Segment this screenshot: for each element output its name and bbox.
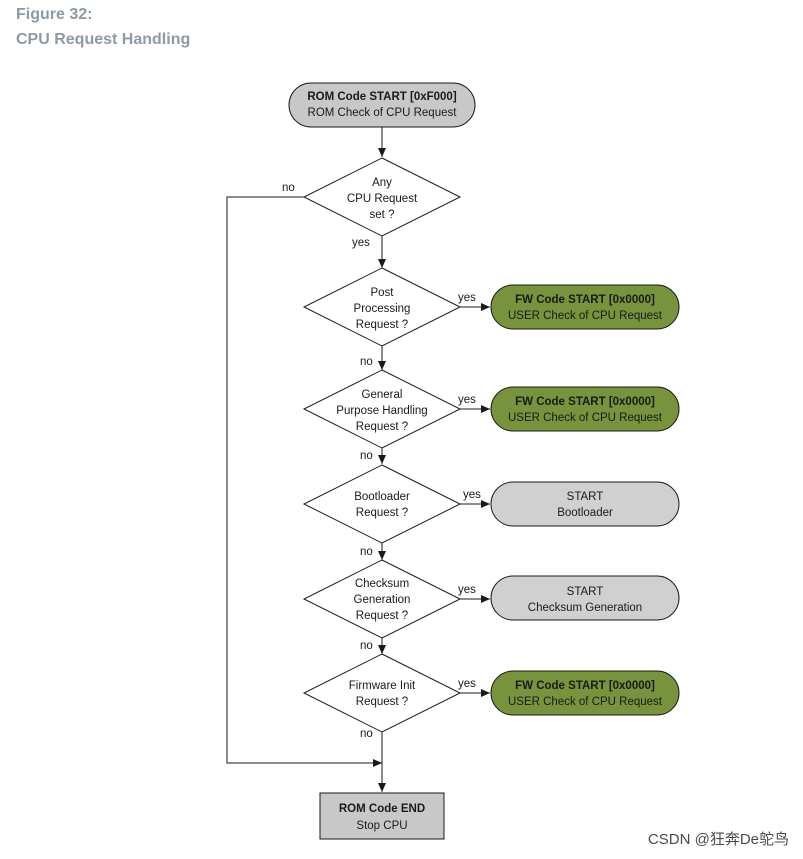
decision-text: Request ? xyxy=(356,610,408,622)
outcome-post-processing: FW Code START [0x0000] USER Check of CPU… xyxy=(490,284,680,330)
label-yes: yes xyxy=(458,584,476,596)
label-no: no xyxy=(360,546,373,558)
label-yes: yes xyxy=(458,678,476,690)
decision-text: Generation xyxy=(354,594,411,606)
decision-post-processing: Post Processing Request ? xyxy=(302,267,462,347)
branch-labels: no yes yes no yes no yes no yes no yes n… xyxy=(282,182,481,740)
decision-general-purpose: General Purpose Handling Request ? xyxy=(302,369,462,449)
outcome-line1: START xyxy=(567,586,604,598)
figure-number: Figure 32: xyxy=(16,6,93,23)
label-yes: yes xyxy=(463,489,481,501)
label-yes: yes xyxy=(458,394,476,406)
outcome-line2: USER Check of CPU Request xyxy=(508,696,663,708)
end-line2: Stop CPU xyxy=(356,820,407,832)
label-yes: yes xyxy=(458,292,476,304)
start-line1: ROM Code START [0xF000] xyxy=(307,91,456,103)
decision-text: Processing xyxy=(354,303,411,315)
label-no: no xyxy=(360,728,373,740)
decision-text: Purpose Handling xyxy=(336,405,427,417)
outcome-line1: FW Code START [0x0000] xyxy=(515,680,655,692)
decision-text: Request ? xyxy=(356,507,408,519)
decision-text: Any xyxy=(372,177,392,189)
end-line1: ROM Code END xyxy=(339,803,425,815)
decision-text: set ? xyxy=(370,209,395,221)
decision-text: CPU Request xyxy=(347,193,418,205)
decision-checksum: Checksum Generation Request ? xyxy=(302,559,462,639)
outcome-line2: USER Check of CPU Request xyxy=(508,310,663,322)
start-line2: ROM Check of CPU Request xyxy=(308,107,458,119)
outcome-general-purpose: FW Code START [0x0000] USER Check of CPU… xyxy=(490,386,680,432)
main-flow-connectors xyxy=(226,127,386,792)
yes-connectors xyxy=(460,303,490,697)
watermark: CSDN @狂奔De鸵鸟 xyxy=(647,831,789,848)
outcome-line1: START xyxy=(567,491,604,503)
decision-text: Post xyxy=(370,287,394,299)
decision-bootloader: Bootloader Request ? xyxy=(302,464,462,544)
decision-text: Checksum xyxy=(355,578,409,590)
outcome-firmware-init: FW Code START [0x0000] USER Check of CPU… xyxy=(490,670,680,716)
decision-text: Firmware Init xyxy=(349,680,416,692)
label-no: no xyxy=(360,450,373,462)
outcome-bootloader: START Bootloader xyxy=(490,481,680,527)
decision-text: Bootloader xyxy=(354,491,410,503)
outcome-line1: FW Code START [0x0000] xyxy=(515,396,655,408)
decision-text: Request ? xyxy=(356,319,408,331)
figure-title: CPU Request Handling xyxy=(16,31,191,48)
outcome-line1: FW Code START [0x0000] xyxy=(515,294,655,306)
outcome-line2: Checksum Generation xyxy=(528,602,642,614)
label-no: no xyxy=(360,640,373,652)
end-terminal: ROM Code END Stop CPU xyxy=(319,792,445,840)
decision-any-cpu-request: Any CPU Request set ? xyxy=(302,157,462,237)
decision-firmware-init: Firmware Init Request ? xyxy=(302,653,462,733)
label-yes: yes xyxy=(352,237,370,249)
label-no: no xyxy=(360,356,373,368)
start-terminal: ROM Code START [0xF000] ROM Check of CPU… xyxy=(288,82,476,128)
outcome-line2: USER Check of CPU Request xyxy=(508,412,663,424)
decision-text: Request ? xyxy=(356,421,408,433)
decision-text: General xyxy=(362,389,403,401)
outcome-checksum: START Checksum Generation xyxy=(490,575,680,621)
decision-text: Request ? xyxy=(356,696,408,708)
label-no: no xyxy=(282,182,295,194)
outcome-line2: Bootloader xyxy=(557,507,613,519)
